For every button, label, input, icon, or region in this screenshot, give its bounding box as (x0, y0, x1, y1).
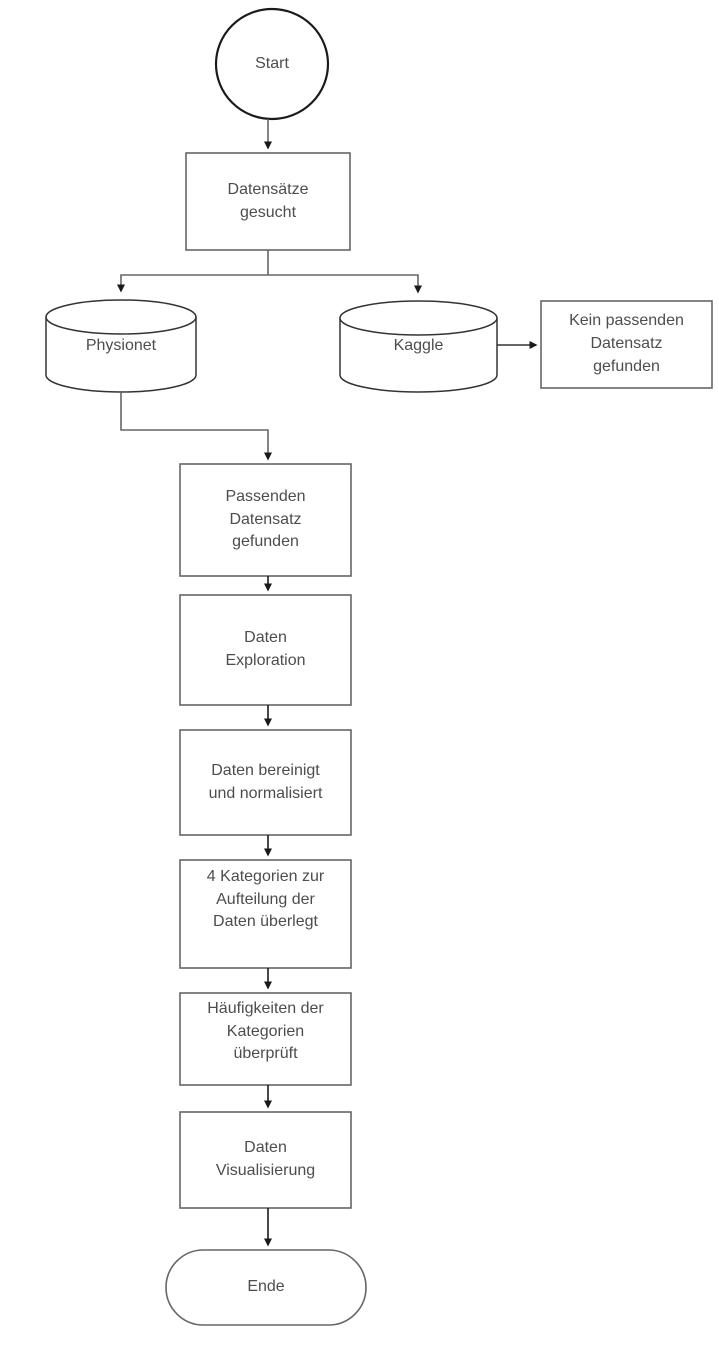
node-passender-datensatz-shape[interactable] (179, 463, 352, 577)
node-daten-visualisierung-shape[interactable] (179, 1111, 352, 1209)
node-daten-bereinigt-shape[interactable] (179, 729, 352, 836)
edge-datensaetze-to-kaggle (268, 274, 422, 294)
node-datensaetze-gesucht-shape[interactable] (185, 152, 351, 251)
node-daten-exploration-shape[interactable] (179, 594, 352, 706)
node-haeufigkeiten-shape[interactable] (179, 992, 352, 1086)
edge-physionet-to-passender (120, 392, 272, 461)
edge-datensaetze-to-physionet (117, 274, 268, 293)
node-kategorien-aufteilung-shape[interactable] (179, 859, 352, 969)
node-kein-passender-datensatz-shape[interactable] (540, 300, 713, 389)
node-start-shape[interactable] (214, 7, 330, 121)
node-physionet-shape[interactable] (45, 299, 197, 393)
node-ende-shape[interactable] (165, 1249, 367, 1326)
node-kaggle-shape[interactable] (339, 300, 498, 393)
